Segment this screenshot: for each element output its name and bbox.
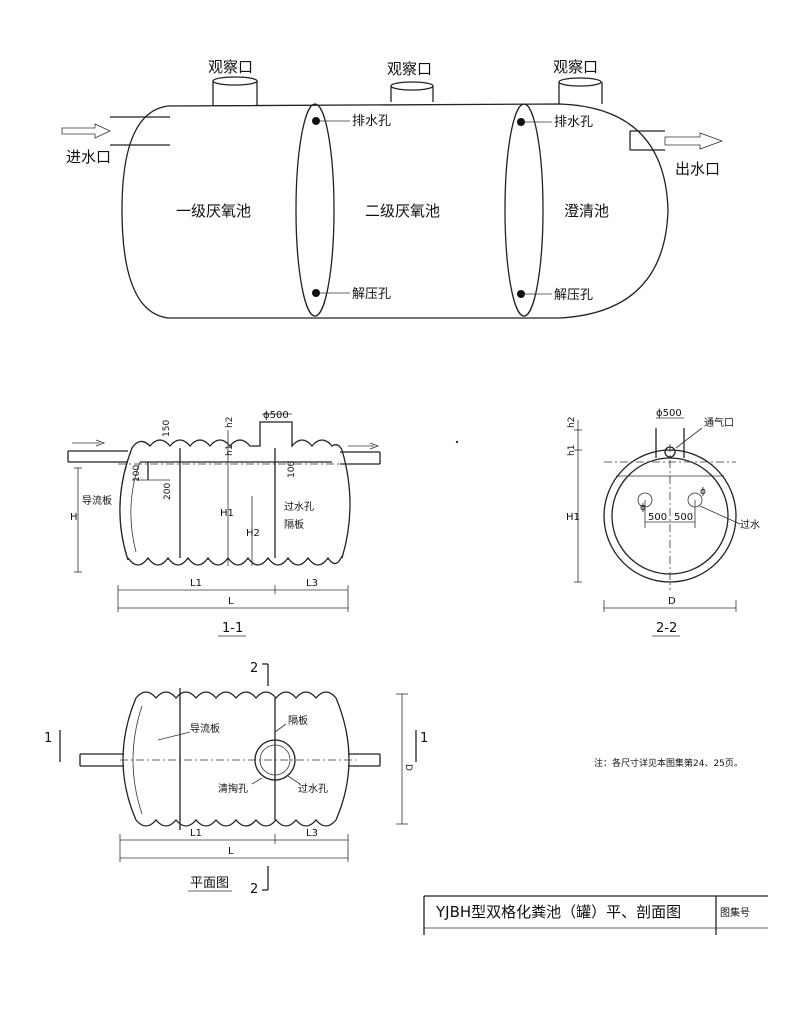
relief-hole-dot-1 [312,289,320,297]
obs-port-label-3: 观察口 [553,58,598,76]
plan-L3: L3 [306,828,318,839]
section11-top-wave [131,421,343,451]
plan-L1: L1 [190,828,202,839]
s11-100b: 100 [287,461,297,478]
s22-D: D [668,596,676,607]
obs-port-label-2: 观察口 [387,60,432,78]
drain-hole-dot-2 [517,118,525,126]
s22-500b: 500 [674,512,693,523]
plan-pass-hole: 过水孔 [298,782,328,795]
obs-port-label-1: 观察口 [208,58,253,76]
plan-L: L [228,846,234,857]
title-block-atlas-label: 图集号 [720,906,750,919]
title-block-title: YJBH型双格化粪池（罐）平、剖面图 [435,903,681,921]
plan-marker-1-left: 1 [44,731,52,746]
dimension-note: 注：各尺寸详见本图集第24、25页。 [594,757,743,769]
s11-guide-plate: 导流板 [82,494,112,507]
s22-phi-a: ϕ [640,503,646,513]
section-1-1: ϕ500 150 h2 h1 100 100 200 H H1 H2 导流板 过… [67,410,381,637]
tank-3d-view: 观察口 观察口 观察口 进水口 出水口 一级厌氧池 二级厌氧池 澄清池 排水孔 … [61,58,724,319]
s22-title: 2-2 [656,621,677,636]
tank-outline [121,103,669,319]
section11-bottom-wave [127,555,343,566]
observation-port-1 [212,76,258,106]
s11-100a: 100 [132,465,142,482]
s11-pass-hole: 过水孔 [284,500,314,513]
s22-H1: H1 [566,512,580,523]
s22-h1: h1 [567,445,577,456]
s11-L3: L3 [306,578,318,589]
section-2-2: ϕ500 通气口 h2 h1 H1 500 500 ϕ ϕ 过水 D 2-2 [566,408,760,637]
plan-D: D [403,764,413,771]
outlet-label: 出水口 [675,160,720,178]
plan-marker-2-top: 2 [250,661,258,676]
chamber-1-label: 一级厌氧池 [176,202,251,220]
observation-port-3 [558,77,603,104]
s11-H2: H2 [246,528,260,539]
inlet-label: 进水口 [66,148,111,166]
drain-hole-label-1: 排水孔 [352,114,391,129]
drain-hole-label-2: 排水孔 [554,115,593,130]
title-block: YJBH型双格化粪池（罐）平、剖面图 图集号 [423,895,768,935]
plan-title: 平面图 [190,876,229,891]
plan-view: 2 2 1 1 [44,661,428,897]
plan-marker-1-right: 1 [420,731,428,746]
relief-hole-label-1: 解压孔 [352,287,391,302]
plan-partition: 隔板 [288,714,308,727]
s11-L: L [228,596,234,607]
s11-title: 1-1 [222,621,243,636]
s11-L1: L1 [190,578,202,589]
relief-hole-label-2: 解压孔 [554,288,593,303]
s11-h2: h2 [225,417,235,428]
s22-phi-b: ϕ [700,487,706,497]
chamber-2-label: 二级厌氧池 [365,202,440,220]
partition-ellipse-1 [295,103,335,317]
partition-ellipse-2 [504,103,544,317]
s11-H1: H1 [220,508,234,519]
s22-dia: ϕ500 [656,408,682,419]
s22-500a: 500 [648,512,667,523]
s11-partition: 隔板 [284,518,304,531]
inlet-pipe [61,116,170,146]
drain-hole-dot-1 [312,117,320,125]
observation-port-2 [390,81,434,102]
relief-hole-dot-2 [517,290,525,298]
plan-guide-plate: 导流板 [190,722,220,735]
s11-H: H [70,512,78,523]
s22-h2: h2 [567,417,577,428]
plan-marker-2-bottom: 2 [250,882,258,897]
chamber-3-label: 澄清池 [564,202,609,220]
s11-150: 150 [162,420,172,437]
plan-cleanout: 清掏孔 [218,782,248,795]
s11-dia: ϕ500 [263,410,289,421]
s22-pass-hole: 过水 [740,518,760,531]
s22-vent: 通气口 [704,416,734,429]
s11-h1: h1 [225,445,235,456]
stray-dot [455,440,459,444]
outlet-pipe [629,130,724,151]
s11-200: 200 [163,483,173,500]
